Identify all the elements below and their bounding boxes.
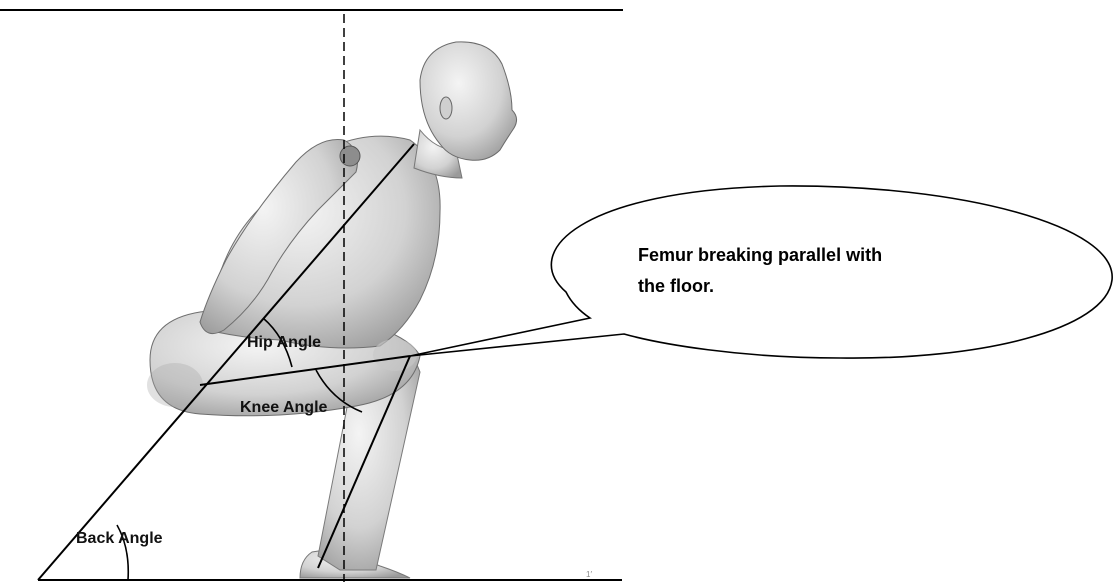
corner-mark: 1′ [586,570,592,579]
back-angle-label: Back Angle [76,530,163,548]
knee-angle-label: Knee Angle [240,399,327,417]
callout-line-2: the floor. [638,271,978,302]
squatting-figure-illustration [147,42,517,578]
callout-text: Femur breaking parallel with the floor. [638,240,978,302]
hip-angle-label: Hip Angle [247,334,321,352]
callout-line-1: Femur breaking parallel with [638,240,978,271]
